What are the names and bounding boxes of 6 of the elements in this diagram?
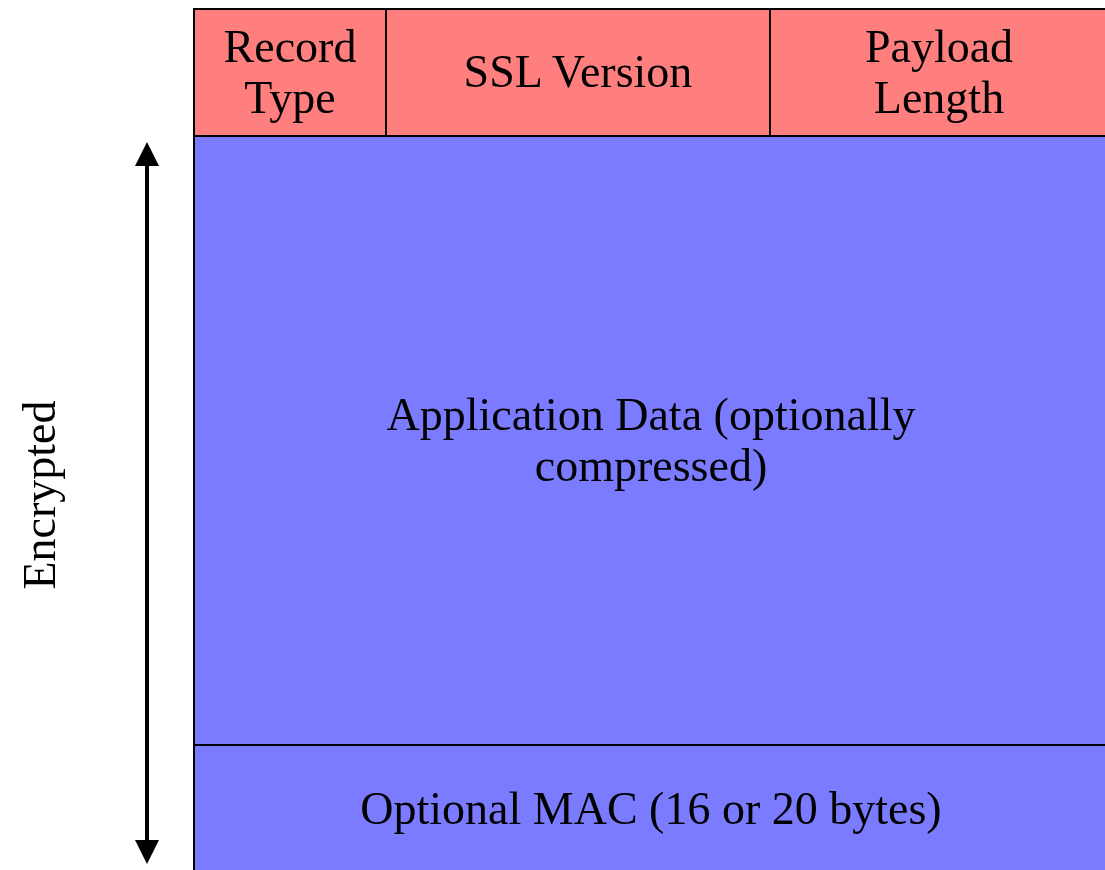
- ssl-version-field: SSL Version: [385, 8, 771, 137]
- application-data-field: Application Data (optionally compressed): [193, 135, 1105, 746]
- payload-length-field: Payload Length: [769, 8, 1105, 137]
- side-label: Encrypted: [17, 400, 63, 590]
- record-type-field: Record Type: [193, 8, 387, 137]
- mac-field: Optional MAC (16 or 20 bytes): [193, 744, 1105, 870]
